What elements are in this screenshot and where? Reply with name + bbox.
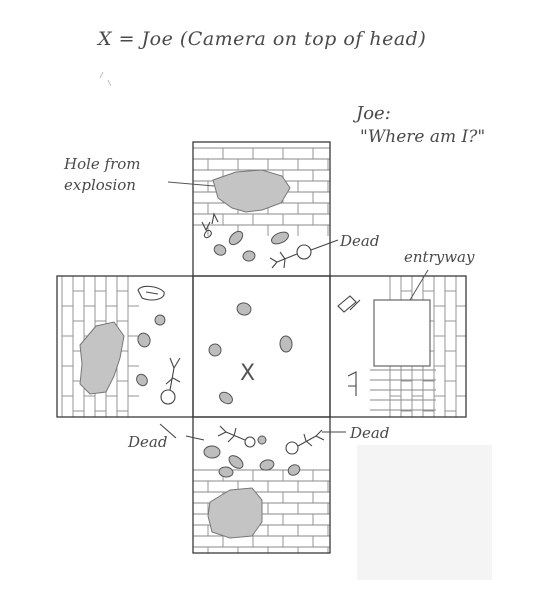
- rubble-piece: [134, 372, 149, 388]
- entryway-label: entryway: [404, 248, 474, 266]
- legend-text: X = Joe (Camera on top of head): [98, 28, 426, 50]
- hole-top: [213, 170, 290, 212]
- rubble-piece: [218, 466, 233, 478]
- rubble-piece: [242, 250, 255, 262]
- dead-figure-left: [160, 358, 180, 438]
- rubble-piece: [280, 336, 293, 353]
- leader-lines: [168, 182, 428, 300]
- hole-label: Hole from explosion: [64, 154, 174, 196]
- rubble-piece: [227, 229, 245, 247]
- dead-figure-bottom-right: [286, 430, 346, 454]
- entryway: [374, 300, 430, 366]
- rubble-piece: [270, 230, 291, 246]
- rubble-piece: [204, 446, 220, 459]
- speaker-name: Joe:: [356, 103, 391, 124]
- joe-marker: X: [240, 361, 255, 386]
- speech-quote: "Where am I?": [360, 127, 485, 147]
- rubble-piece: [286, 463, 301, 478]
- paper-patch: [357, 445, 492, 580]
- dead-figure-bottom-left: [186, 426, 255, 447]
- dead-label-right: Dead: [350, 424, 389, 442]
- dead-figure-top: [270, 240, 338, 268]
- rubble-piece: [217, 390, 234, 406]
- rubble-piece: [136, 331, 152, 348]
- rubble-piece: [236, 302, 252, 317]
- rubble-piece: [257, 435, 267, 445]
- hole-bottom: [208, 488, 262, 538]
- rubble-piece: [207, 342, 224, 359]
- dead-label-left: Dead: [128, 433, 167, 451]
- rubble-piece: [154, 314, 167, 327]
- pencil-mark: [100, 72, 111, 86]
- rubble-piece: [212, 243, 227, 258]
- dead-label-top: Dead: [340, 232, 379, 250]
